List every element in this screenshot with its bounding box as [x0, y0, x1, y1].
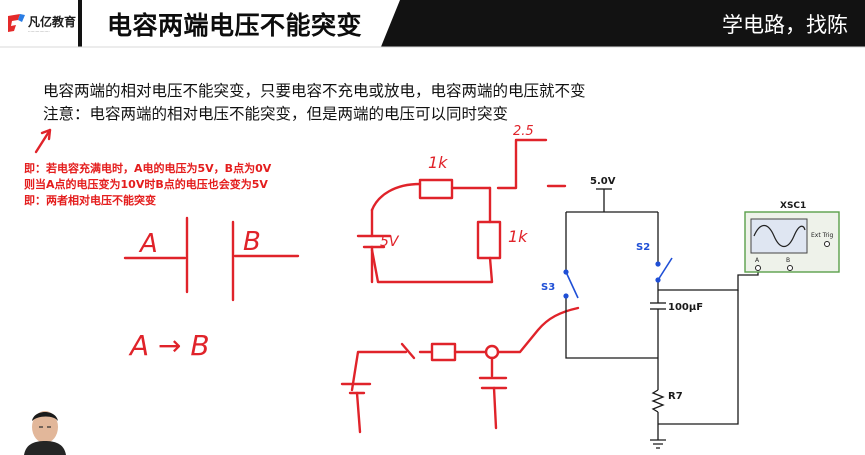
scope-label: XSC1	[780, 201, 806, 211]
probe-a-wire	[658, 269, 759, 291]
switch-s3-label: S3	[541, 282, 555, 293]
scope-screen	[750, 218, 808, 254]
note-pointer-arrow	[34, 128, 52, 154]
resistor-1	[418, 178, 454, 200]
brand-logo: 凡亿教育 ·················	[0, 0, 78, 47]
step-waveform	[496, 138, 548, 190]
lower-source-lead	[355, 391, 362, 434]
lower-switch	[400, 342, 416, 360]
lower-loop-left	[350, 350, 408, 392]
note-pointer-arrowhead	[40, 128, 52, 141]
presenter-avatar	[16, 405, 74, 455]
lower-node	[484, 344, 500, 360]
scope-trace	[753, 224, 806, 248]
brand-tagline-mark: ·················	[28, 29, 50, 34]
resistor-2	[476, 220, 502, 260]
switch-s2-label: S2	[636, 242, 650, 253]
supply-label: 5.0V	[590, 176, 616, 187]
scope-ext-trig: Ext Trig	[811, 232, 834, 239]
loop-top-left	[370, 182, 422, 212]
scope-ch-b: B	[786, 257, 790, 264]
ground-symbol	[650, 439, 666, 449]
scope-ch-a: A	[755, 257, 760, 264]
s3-blade	[565, 271, 579, 299]
title-tab	[82, 0, 400, 47]
red-note-3: 即：两者相对电压不能突变	[24, 194, 156, 207]
red-note-1: 即：若电容充满电时，A电的电压为5V，B点为0V	[24, 162, 272, 175]
scope-ext-input	[824, 241, 830, 247]
brand-name: 凡亿教育	[28, 15, 77, 29]
r1-label: 1k	[428, 153, 448, 172]
explanation-line-1: 电容两端的相对电压不能突变，只要电容不充电或放电，电容两端的电压就不变	[43, 82, 586, 100]
capacitor-label: 100μF	[668, 302, 703, 313]
handwritten-annotations	[34, 128, 580, 434]
transition-label: A → B	[128, 329, 210, 362]
page-title: 电容两端电压不能突变	[107, 11, 363, 40]
plate-b-label: B	[243, 227, 261, 257]
schematic-labels: 5.0V S2 S3 100μF R7	[541, 176, 703, 402]
r2-label: 1k	[508, 227, 528, 246]
handwritten-labels: 1k 1k 5V 2.5 A B A → B	[128, 124, 534, 362]
resistor-label: R7	[668, 391, 683, 402]
plate-a-label: A	[138, 229, 158, 259]
red-note-2: 则当A点的电压变为10V时B点的电压也会变为5V	[24, 178, 268, 191]
explanation-line-2: 注意：电容两端的相对电压不能突变，但是两端的电压可以同时突变	[43, 105, 509, 123]
source-label: 5V	[380, 234, 400, 250]
scope-input-a	[755, 265, 761, 271]
probe-b-wire	[658, 290, 739, 425]
switches	[563, 257, 673, 299]
s2-blade	[657, 257, 673, 281]
s3-contact-bottom	[563, 293, 569, 299]
brand-mark-icon	[8, 14, 25, 32]
slogan: 学电路，找陈	[722, 13, 848, 37]
s3-lower	[565, 296, 658, 359]
oscilloscope: XSC1 Ext Trig A B	[744, 201, 840, 273]
schematic-wires	[565, 188, 759, 449]
scope-input-b	[787, 265, 793, 271]
r7-zigzag	[651, 389, 665, 413]
loop-bottom	[370, 248, 494, 284]
volt-label: 2.5	[513, 124, 534, 139]
lower-link-to-s3	[496, 306, 580, 354]
lower-cap-lead-2	[492, 386, 498, 430]
lower-resistor	[418, 342, 457, 362]
s2-contact-top	[655, 261, 661, 267]
